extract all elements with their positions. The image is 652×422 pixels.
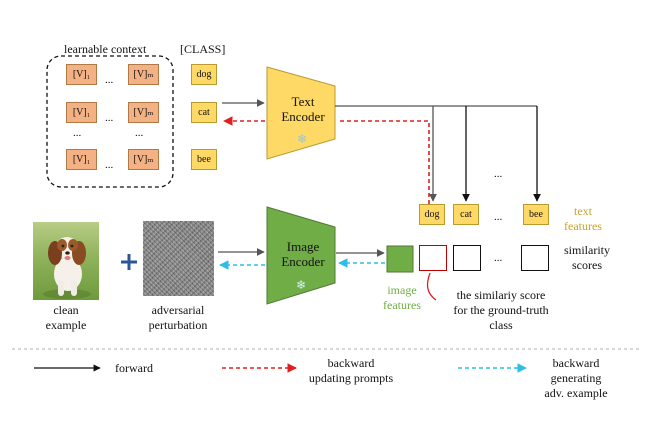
image-features-label-line2: features <box>383 298 421 312</box>
legend-adv-label-line3: adv. example <box>544 386 608 400</box>
legend-adv-label-line1: backward <box>552 356 600 370</box>
class-token-bee: bee <box>191 149 217 170</box>
context-ellipsis-row3: ... <box>105 159 114 171</box>
text-encoder-label: Text Encoder <box>274 94 332 124</box>
context-token-row2-last: [V]ₘ <box>128 102 159 123</box>
legend-forward-label: forward <box>115 361 153 375</box>
similarity-score-ground-truth <box>419 245 447 271</box>
similarity-ellipsis: ... <box>494 252 503 264</box>
context-token-row1-first: [V]₁ <box>66 64 97 85</box>
class-token-cat: cat <box>191 102 217 123</box>
context-token-row2-first: [V]₁ <box>66 102 97 123</box>
legend-adv-label-line2: generating <box>550 371 602 385</box>
snowflake-icon: ❄ <box>295 278 307 292</box>
ground-truth-annotation-line2: for the ground-truth <box>453 303 549 317</box>
class-title: [CLASS] <box>180 42 226 56</box>
legend-adv-label: backward generating adv. example <box>526 356 626 401</box>
image-encoder-label: Image Encoder <box>274 239 332 269</box>
ground-truth-pointer <box>426 272 437 301</box>
clean-example-label-line2: example <box>45 318 87 332</box>
learnable-context-frame <box>46 55 174 188</box>
image-feature-square <box>386 245 414 273</box>
adversarial-perturbation-image <box>143 221 214 296</box>
image-features-label: image features <box>374 283 430 313</box>
legend-prompt-label-line1: backward <box>327 356 375 370</box>
similarity-scores-label-line1: similarity <box>564 243 610 257</box>
similarity-score-bee <box>521 245 549 271</box>
text-features-label-line2: features <box>564 219 602 233</box>
image-encoder-label-line2: Encoder <box>281 254 325 269</box>
context-ellipsis-vertical-right: ... <box>135 127 144 139</box>
similarity-scores-label: similarity scores <box>552 243 622 273</box>
context-ellipsis-row2: ... <box>105 112 114 124</box>
similarity-scores-label-line2: scores <box>572 258 602 272</box>
text-encoder-shape <box>266 66 336 160</box>
ground-truth-annotation-line3: class <box>489 318 513 332</box>
clean-example-label: clean example <box>36 303 96 333</box>
text-feature-bee: bee <box>523 204 549 225</box>
backward-prompt-arrow-path <box>338 120 430 204</box>
class-token-dog: dog <box>191 64 217 85</box>
image-encoder-label-line1: Image <box>286 239 320 254</box>
learnable-context-title: learnable context <box>64 42 147 56</box>
context-token-row1-last: [V]ₘ <box>128 64 159 85</box>
snowflake-icon: ❄ <box>296 132 308 146</box>
perturbation-label-line1: adversarial <box>151 303 205 317</box>
clean-example-label-line1: clean <box>53 303 79 317</box>
text-encoder-label-line1: Text <box>291 94 315 109</box>
clean-example-image <box>33 222 99 300</box>
context-token-row3-last: [V]ₘ <box>128 149 159 170</box>
context-ellipsis-vertical-left: ... <box>73 127 82 139</box>
text-features-label: text features <box>561 204 605 234</box>
image-encoder-shape <box>266 206 336 305</box>
text-feature-dog: dog <box>419 204 445 225</box>
text-features-label-line1: text <box>574 204 592 218</box>
text-feature-ellipsis-top: ... <box>494 168 503 180</box>
text-feature-cat: cat <box>453 204 479 225</box>
legend-prompt-label-line2: updating prompts <box>308 371 394 385</box>
ground-truth-annotation: the similariy score for the ground-truth… <box>436 288 566 333</box>
legend-prompt-label: backward updating prompts <box>296 356 406 386</box>
text-feature-ellipsis: ... <box>494 211 503 223</box>
perturbation-label-line2: perturbation <box>148 318 208 332</box>
text-encoder-label-line2: Encoder <box>281 109 325 124</box>
perturbation-label: adversarial perturbation <box>128 303 228 333</box>
context-ellipsis-row1: ... <box>105 74 114 86</box>
image-features-label-line1: image <box>387 283 417 297</box>
similarity-score-cat <box>453 245 481 271</box>
ground-truth-annotation-line1: the similariy score <box>456 288 546 302</box>
dog-illustration <box>43 237 91 299</box>
context-token-row3-first: [V]₁ <box>66 149 97 170</box>
